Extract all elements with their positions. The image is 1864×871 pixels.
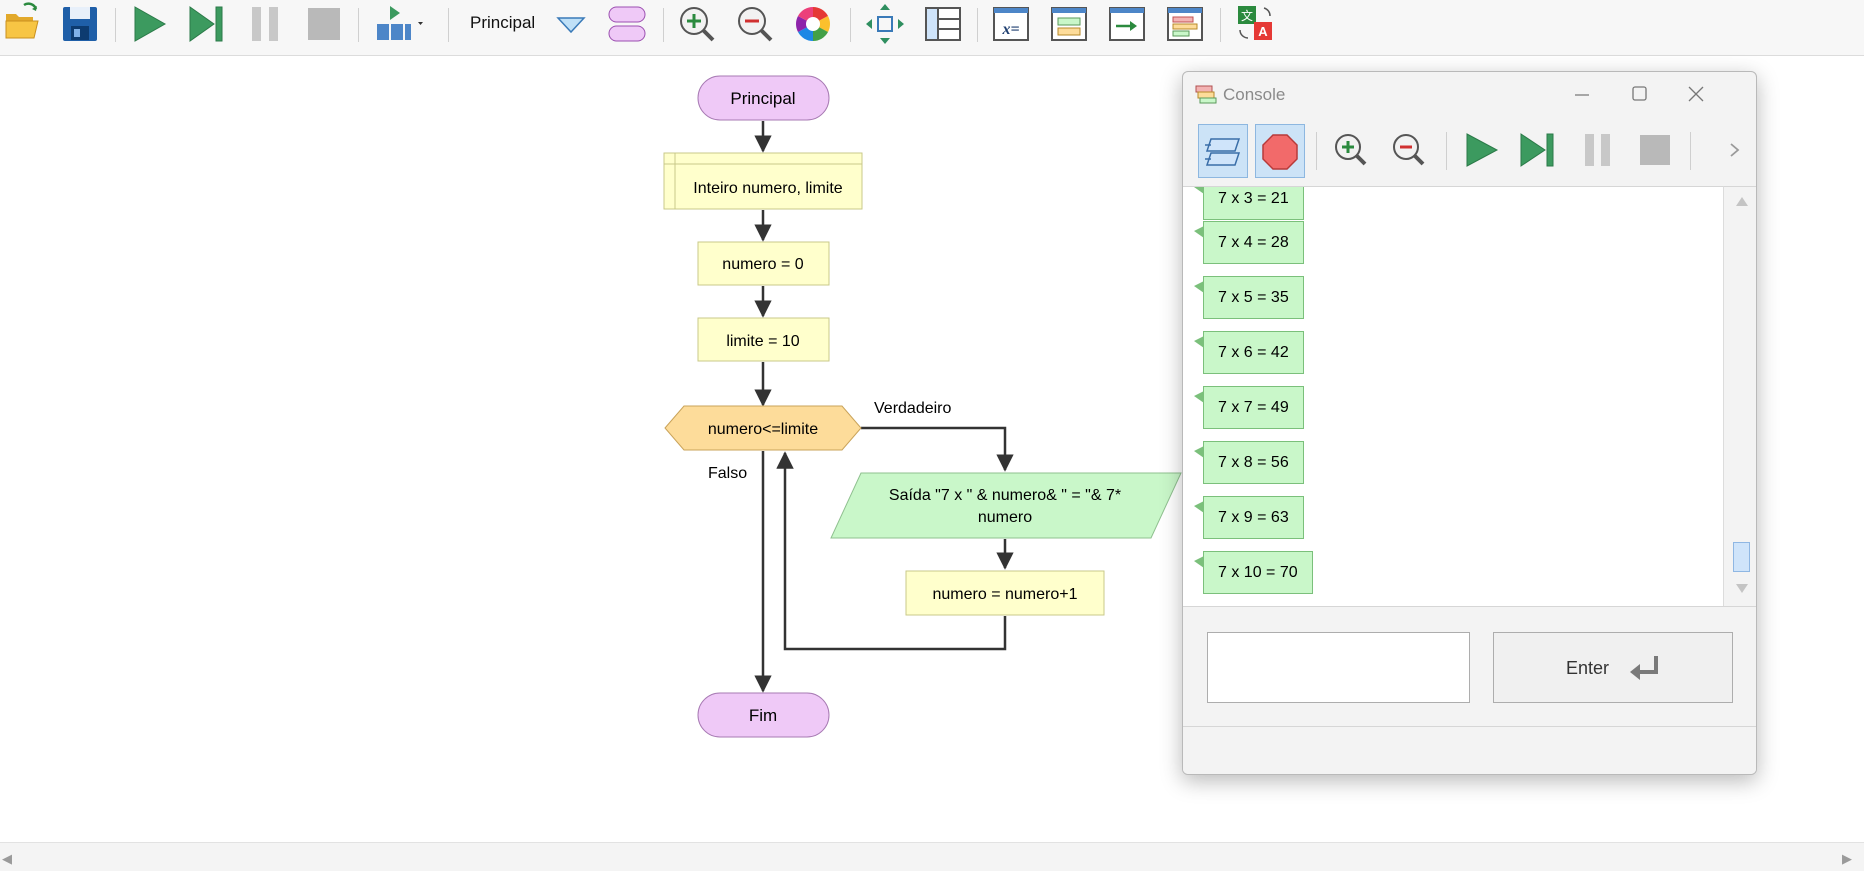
- enter-button-label: Enter: [1566, 658, 1610, 678]
- console-output-line: 7 x 5 = 35: [1194, 276, 1304, 319]
- start-terminal[interactable]: Principal: [697, 75, 830, 121]
- console-toolbar-separator: [1446, 132, 1447, 170]
- output-label-line2: numero: [978, 509, 1032, 526]
- horizontal-scrollbar[interactable]: ◀ ▶: [0, 842, 1864, 871]
- minimize-icon[interactable]: [1567, 82, 1597, 106]
- output-label-line1: Saída "7 x " & numero& " = "& 7*: [889, 487, 1121, 504]
- flowchart-canvas[interactable]: Principal Inteiro numero, limite numero …: [0, 60, 1864, 840]
- console-toolbar: [1183, 118, 1756, 186]
- zoom-out-icon[interactable]: [734, 0, 776, 48]
- scroll-left-icon[interactable]: ◀: [2, 851, 12, 866]
- toolbar-separator: [977, 8, 978, 42]
- console-vertical-scrollbar[interactable]: [1723, 186, 1756, 606]
- console-step-mode-button[interactable]: [1198, 124, 1248, 178]
- toolbar-separator: [448, 8, 449, 42]
- function-dropdown-icon[interactable]: [554, 0, 588, 48]
- scroll-up-icon[interactable]: [1735, 195, 1749, 207]
- assign-limite-label: limite = 10: [726, 333, 799, 350]
- layout-panels-icon[interactable]: [922, 0, 964, 48]
- decision-label: numero<=limite: [708, 421, 818, 438]
- console-output-line: 7 x 3 = 21: [1194, 187, 1304, 220]
- stop-icon[interactable]: [302, 0, 344, 48]
- svg-text:x=: x=: [1001, 21, 1019, 38]
- console-app-icon: [1195, 84, 1217, 109]
- console-scroll-thumb[interactable]: [1733, 542, 1750, 572]
- console-output-line: 7 x 6 = 42: [1194, 331, 1304, 374]
- save-icon[interactable]: [60, 0, 102, 48]
- declare-block[interactable]: Inteiro numero, limite: [663, 152, 863, 210]
- fit-view-icon[interactable]: [864, 0, 906, 48]
- console-pause-icon[interactable]: [1573, 124, 1623, 178]
- enter-return-icon: [1630, 656, 1658, 680]
- console-toolbar-separator: [1690, 132, 1691, 170]
- start-label: Principal: [730, 89, 795, 108]
- toolbar-separator: [115, 8, 116, 42]
- flow-connectors: [754, 121, 1014, 693]
- maximize-icon[interactable]: [1624, 82, 1654, 106]
- enter-button[interactable]: Enter: [1493, 632, 1733, 703]
- console-run-icon[interactable]: [1457, 124, 1507, 178]
- console-input[interactable]: [1207, 632, 1470, 703]
- toolbar-separator: [358, 8, 359, 42]
- color-wheel-icon[interactable]: [792, 0, 834, 48]
- console-output-line: 7 x 9 = 63: [1194, 496, 1304, 539]
- assign-limite-block[interactable]: limite = 10: [697, 317, 830, 362]
- console-output-line: 7 x 4 = 28: [1194, 221, 1304, 264]
- decision-block[interactable]: numero<=limite: [664, 405, 862, 451]
- insert-output-icon[interactable]: [1048, 0, 1090, 48]
- insert-process-icon[interactable]: [1164, 0, 1206, 48]
- increment-label: numero = numero+1: [933, 586, 1078, 603]
- main-toolbar: Principal x=: [0, 0, 1864, 56]
- end-label: Fim: [749, 706, 777, 725]
- declare-label: Inteiro numero, limite: [693, 180, 842, 197]
- toolbar-separator: [663, 8, 664, 42]
- console-zoom-in-icon[interactable]: [1327, 124, 1377, 178]
- run-icon[interactable]: [128, 0, 170, 48]
- console-output-line: 7 x 8 = 56: [1194, 441, 1304, 484]
- scroll-right-icon[interactable]: ▶: [1842, 851, 1852, 866]
- console-step-icon[interactable]: [1515, 124, 1565, 178]
- console-toolbar-overflow-icon[interactable]: [1721, 124, 1751, 178]
- console-title: Console: [1223, 85, 1286, 104]
- toolbar-separator: [1220, 8, 1221, 42]
- increment-block[interactable]: numero = numero+1: [905, 570, 1105, 616]
- false-branch-label: Falso: [708, 465, 747, 482]
- close-icon[interactable]: [1681, 82, 1711, 106]
- console-status-bar: [1183, 726, 1756, 774]
- console-toolbar-separator: [1316, 132, 1317, 170]
- functions-list-icon[interactable]: [606, 0, 648, 48]
- console-zoom-out-icon[interactable]: [1385, 124, 1435, 178]
- output-block[interactable]: Saída "7 x " & numero& " = "& 7* numero: [830, 472, 1182, 539]
- console-output-line: 7 x 7 = 49: [1194, 386, 1304, 429]
- true-branch-label: Verdadeiro: [874, 400, 951, 417]
- assign-numero-label: numero = 0: [722, 256, 803, 273]
- svg-text:文: 文: [1241, 8, 1253, 23]
- console-output[interactable]: 7 x 3 = 21 7 x 4 = 28 7 x 5 = 35 7 x 6 =…: [1183, 186, 1723, 607]
- pause-icon[interactable]: [244, 0, 286, 48]
- console-input-area: Enter: [1183, 606, 1756, 726]
- console-stop-icon[interactable]: [1631, 124, 1681, 178]
- scroll-down-icon[interactable]: [1735, 583, 1749, 595]
- insert-input-icon[interactable]: [1106, 0, 1148, 48]
- svg-text:A: A: [1258, 24, 1268, 39]
- assign-numero-block[interactable]: numero = 0: [697, 241, 830, 286]
- console-window[interactable]: Console: [1182, 71, 1757, 775]
- open-folder-icon[interactable]: [2, 0, 44, 48]
- zoom-in-icon[interactable]: [676, 0, 718, 48]
- step-icon[interactable]: [186, 0, 228, 48]
- console-breakpoint-button[interactable]: [1255, 124, 1305, 178]
- console-output-line: 7 x 10 = 70: [1194, 551, 1313, 594]
- console-titlebar[interactable]: Console: [1183, 72, 1756, 118]
- variables-icon[interactable]: x=: [990, 0, 1032, 48]
- add-shape-dropdown-icon[interactable]: [372, 0, 428, 48]
- function-selector-label[interactable]: Principal: [470, 13, 536, 32]
- toolbar-separator: [850, 8, 851, 42]
- end-terminal[interactable]: Fim: [697, 692, 830, 738]
